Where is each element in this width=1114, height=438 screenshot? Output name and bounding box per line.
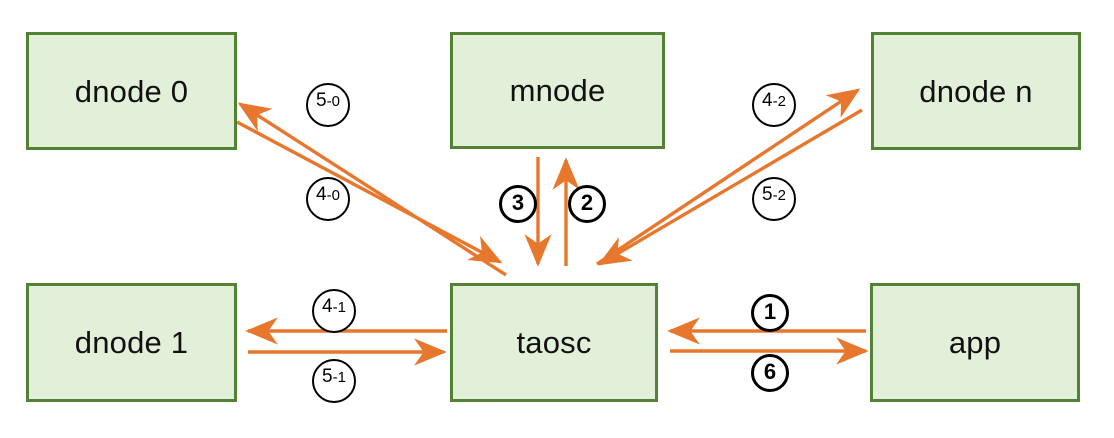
edge-label-number: 3 <box>511 190 525 215</box>
node-label: dnode 0 <box>74 73 189 109</box>
node-mnode[interactable]: mnode <box>450 32 665 149</box>
edge-label-main: 5 <box>322 366 333 387</box>
edge-label-main: 4 <box>316 184 327 205</box>
edge-label-6: 6 <box>751 354 789 392</box>
edge-label-main: 4 <box>762 90 773 111</box>
edge-label-2: 2 <box>568 185 606 223</box>
edge-label-1: 1 <box>751 294 789 332</box>
edge-label-main: 5 <box>316 90 327 111</box>
edge-label-main: 5 <box>762 184 773 205</box>
edge-label-5-2: 5 -2 <box>752 177 796 221</box>
edge-label-5-1: 5 -1 <box>312 359 356 403</box>
edge-label-sub: -0 <box>326 93 340 110</box>
node-dnode-n[interactable]: dnode n <box>871 32 1081 150</box>
edge-dnoden-to-taosc <box>597 108 863 266</box>
edge-label-sub: -2 <box>772 93 786 110</box>
edge-label-4-2: 4 -2 <box>752 83 796 127</box>
edge-label-number: 2 <box>580 190 594 215</box>
node-label: dnode 1 <box>74 325 189 360</box>
node-label: mnode <box>509 73 606 108</box>
node-label: dnode n <box>919 73 1033 109</box>
node-label: app <box>948 325 1002 360</box>
edge-label-sub: -0 <box>326 187 340 204</box>
edge-label-sub: -1 <box>332 299 346 316</box>
edge-label-3: 3 <box>499 185 537 223</box>
edge-label-4-0: 4 -0 <box>306 177 350 221</box>
edge-label-sub: -1 <box>332 369 346 386</box>
edge-taosc-to-dnode0 <box>237 102 507 277</box>
edge-dnode0-to-taosc <box>236 120 503 264</box>
edge-taosc-to-dnoden <box>596 88 861 266</box>
edge-label-4-1: 4 -1 <box>312 289 356 333</box>
edge-label-5-0: 5 -0 <box>306 83 350 127</box>
edge-label-number: 1 <box>763 299 777 324</box>
edge-label-number: 6 <box>763 359 777 384</box>
node-label: taosc <box>516 325 592 360</box>
edge-label-main: 4 <box>322 296 333 317</box>
node-taosc[interactable]: taosc <box>450 283 658 402</box>
edge-label-sub: -2 <box>772 187 786 204</box>
node-app[interactable]: app <box>870 283 1080 402</box>
node-dnode-1[interactable]: dnode 1 <box>26 283 237 402</box>
node-dnode-0[interactable]: dnode 0 <box>26 32 237 150</box>
